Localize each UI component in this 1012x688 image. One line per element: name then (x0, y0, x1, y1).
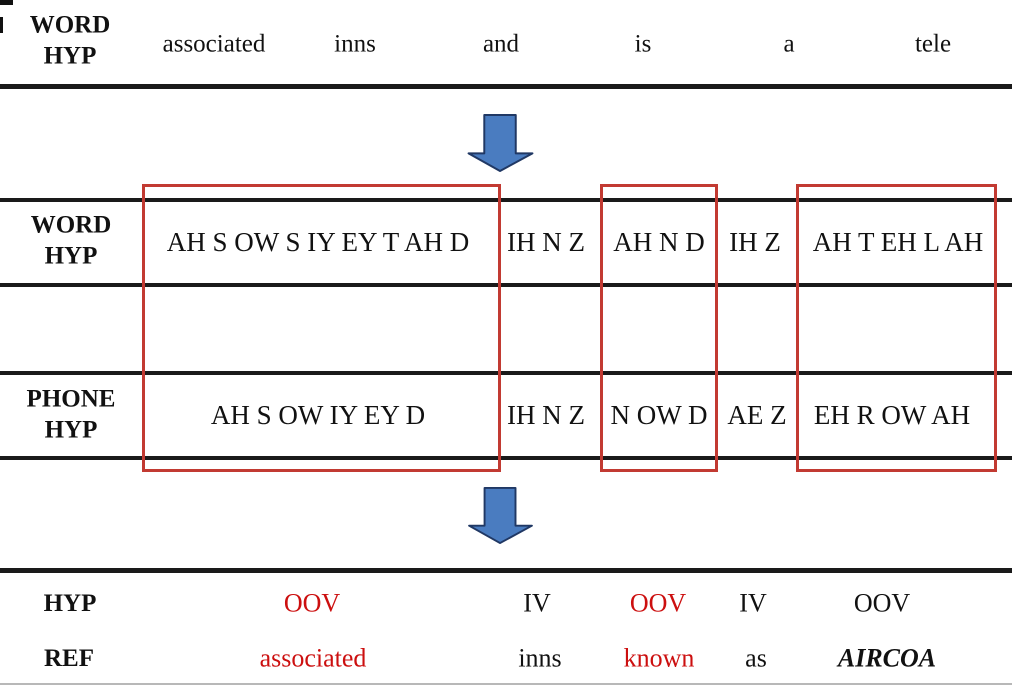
top-word-hyp-label: WORD HYP (29, 11, 111, 70)
phone-hyp-phones: N OW D (610, 400, 708, 431)
divider-line (0, 456, 1012, 460)
hyp-tag-oov: OOV (853, 588, 911, 618)
divider-line (0, 198, 1012, 202)
ref-word: associated (259, 643, 367, 673)
word-hyp-phones: IH N Z (507, 227, 585, 258)
divider-line (0, 283, 1012, 287)
down-arrow-icon (467, 114, 534, 173)
word-hyp-label: WORD HYP (30, 211, 112, 270)
down-arrow-icon (468, 487, 533, 545)
phone-hyp-phones: IH N Z (507, 400, 585, 431)
divider-line (0, 84, 1012, 89)
mismatch-highlight-box (600, 184, 718, 472)
top-word: tele (914, 30, 952, 58)
word-hyp-phones: AH T EH L AH (812, 227, 984, 258)
phone-hyp-phones: AH S OW IY EY D (210, 400, 426, 431)
hyp-tag-oov: OOV (629, 588, 687, 618)
top-word: associated (162, 30, 266, 58)
divider-line (0, 568, 1012, 573)
hyp-tag-iv: IV (523, 588, 551, 618)
mismatch-highlight-box (142, 184, 501, 472)
word-hyp-phones: AH S OW S IY EY T AH D (166, 227, 470, 258)
figure-bottom-border (0, 683, 1012, 685)
ref-word: known (623, 643, 695, 673)
ref-word: inns (518, 643, 562, 673)
ref-word: AIRCOA (837, 643, 937, 673)
top-word: inns (334, 30, 376, 58)
phone-hyp-label: PHONE HYP (26, 385, 116, 444)
top-word: and (482, 30, 520, 58)
mismatch-highlight-box (796, 184, 997, 472)
ref-word: as (745, 643, 767, 673)
top-word: is (634, 30, 652, 58)
top-word: a (783, 30, 795, 58)
word-hyp-phones: IH Z (729, 227, 781, 258)
crop-artifact (0, 0, 13, 5)
ref-label: REF (44, 644, 94, 672)
divider-line (0, 371, 1012, 375)
hyp-label: HYP (43, 589, 97, 617)
phone-hyp-phones: AE Z (727, 400, 787, 431)
hyp-tag-oov: OOV (283, 588, 341, 618)
crop-artifact (0, 17, 3, 33)
hyp-tag-iv: IV (739, 588, 767, 618)
word-hyp-phones: AH N D (613, 227, 705, 258)
phone-hyp-phones: EH R OW AH (813, 400, 971, 431)
